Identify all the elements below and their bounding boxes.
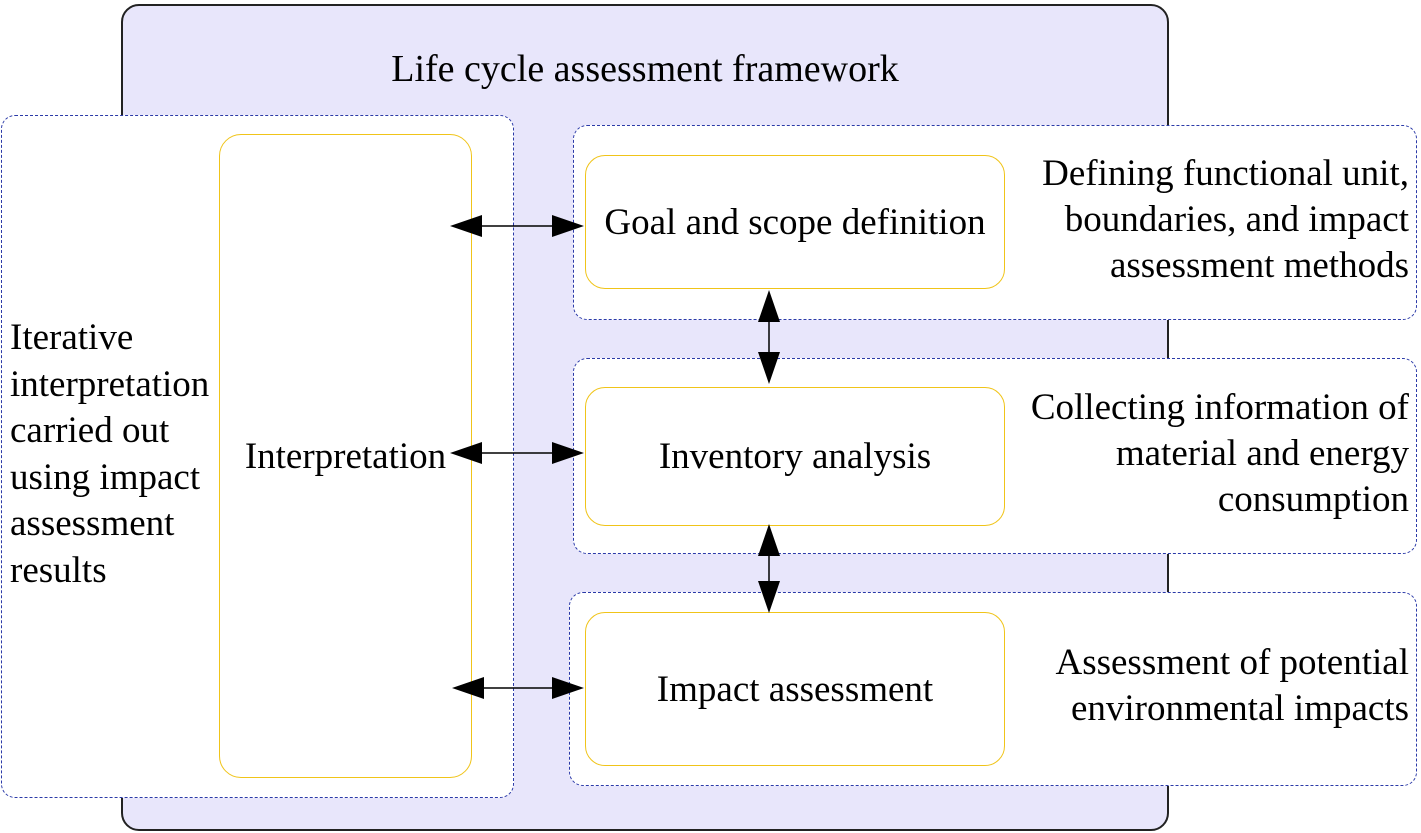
interpretation-description: Iterative interpretation carried out usi…: [10, 317, 210, 591]
goal-scope-description: Defining functional unit, boundaries, an…: [1042, 153, 1409, 286]
impact-box: Impact assessment: [585, 612, 1005, 766]
inventory-description: Collecting information of material and e…: [1030, 387, 1409, 520]
goal-scope-box: Goal and scope definition: [585, 155, 1005, 289]
interpretation-label: Interpretation: [244, 436, 447, 477]
interpretation-box: [219, 134, 472, 778]
inventory-box: Inventory analysis: [585, 387, 1005, 526]
framework-title: Life cycle assessment framework: [391, 48, 899, 90]
impact-description: Assessment of potential environmental im…: [1055, 642, 1409, 729]
